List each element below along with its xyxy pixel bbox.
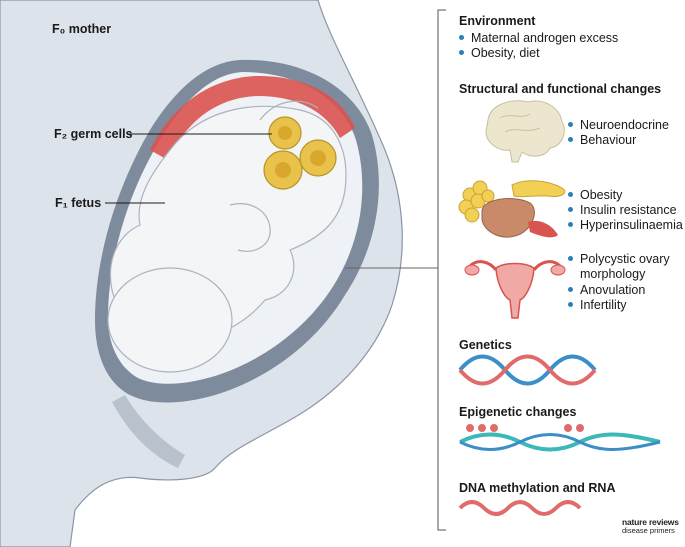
- metabolic-item: Obesity: [568, 188, 622, 204]
- environment-item: Obesity, diet: [459, 46, 540, 62]
- reproductive-item: Polycystic ovary: [568, 252, 670, 268]
- uterus-icon: [464, 260, 566, 319]
- metabolic-item: Insulin resistance: [568, 203, 677, 219]
- pelvis: [112, 395, 185, 468]
- environment-title: Environment: [459, 14, 536, 28]
- right-bracket: [437, 9, 446, 531]
- metabolic-item: Hyperinsulinaemia: [568, 218, 683, 234]
- dna-methylation-graphic: [458, 500, 582, 516]
- brain-item: Neuroendocrine: [568, 118, 669, 134]
- fetus-head: [107, 267, 233, 373]
- germ-cells-label: F₂ germ cells: [54, 127, 133, 141]
- reproductive-item-cont: morphology: [580, 267, 646, 281]
- dna-rna-title: DNA methylation and RNA: [459, 481, 616, 495]
- fetus-label: F₁ fetus: [55, 196, 102, 210]
- brain-icon: [485, 100, 565, 163]
- reproductive-item: Anovulation: [568, 283, 645, 299]
- environment-item: Maternal androgen excess: [459, 31, 618, 47]
- fetus-limb: [229, 203, 271, 252]
- genetics-title: Genetics: [459, 338, 512, 352]
- germ-cells: [263, 116, 337, 190]
- structural-title: Structural and functional changes: [459, 82, 662, 96]
- genetics-dna-graphic: [458, 354, 597, 386]
- brain-item: Behaviour: [568, 133, 636, 149]
- fetus-limb: [259, 100, 319, 121]
- reproductive-item: Infertility: [568, 298, 627, 314]
- metabolic-organs-icon: [458, 180, 566, 238]
- epigenetic-title: Epigenetic changes: [459, 405, 577, 419]
- epigenetic-dna-graphic: [459, 424, 661, 452]
- mother-label: F₀ mother: [52, 22, 112, 36]
- placenta: [150, 75, 355, 160]
